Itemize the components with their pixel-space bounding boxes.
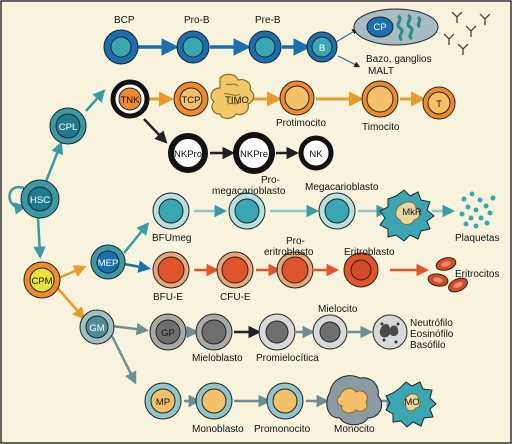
b-line-arrows	[138, 28, 361, 68]
label-mielocito: Mielocito	[318, 304, 358, 315]
cell-protimocito	[279, 80, 315, 116]
cell-megacarioblasto	[318, 192, 356, 230]
label-monoblasto: Monoblasto	[192, 424, 244, 435]
nk-line-arrows	[143, 118, 299, 160]
label-promega-1: Pro-	[261, 175, 280, 186]
label-mo: MO	[404, 397, 419, 408]
thymus-shape	[210, 73, 255, 120]
label-eosinofilo: Eosinófilo	[410, 329, 454, 340]
cell-eritroblasto	[343, 252, 379, 288]
cell-pre-b	[248, 30, 282, 64]
label-t: T	[436, 99, 442, 110]
label-promonocito: Promonocito	[254, 424, 311, 435]
cell-mp	[144, 382, 182, 420]
cell-promegacarioblasto	[228, 192, 266, 230]
label-cpl: CPL	[59, 122, 77, 133]
label-proeritro-1: Pro-	[286, 236, 305, 247]
label-b: B	[319, 43, 325, 54]
cell-macrophage	[385, 381, 437, 428]
cell-bfue	[152, 251, 190, 289]
label-protimocito: Protimocito	[276, 118, 326, 129]
label-mep: MEP	[98, 258, 119, 269]
label-promega-2: megacarioblasto	[212, 186, 286, 197]
platelets	[459, 191, 496, 229]
cell-gp	[149, 313, 187, 351]
cell-mieloblasto	[195, 313, 233, 351]
label-pre-b: Pre-B	[255, 15, 281, 26]
label-gp: GP	[161, 328, 175, 339]
label-timocito: Timocito	[362, 122, 400, 133]
label-basofilo: Basófilo	[410, 340, 446, 351]
mono-arrows	[110, 335, 399, 408]
cell-gm	[79, 309, 115, 345]
cell-timocito	[361, 80, 399, 118]
label-nkpro: NKPro	[174, 149, 202, 160]
label-bcp: BCP	[114, 15, 135, 26]
label-bfumeg: BFUmeg	[152, 233, 191, 244]
label-gm: GM	[89, 323, 104, 334]
cell-monoblasto	[195, 382, 233, 420]
cell-bfumeg	[152, 192, 190, 230]
cell-t	[422, 86, 456, 120]
label-megacarioblasto: Megacarioblasto	[305, 182, 379, 193]
label-nkpre: NKPre	[240, 149, 268, 160]
cell-cpm	[23, 261, 61, 299]
cell-pro-b	[176, 30, 210, 64]
cell-promonocito	[266, 382, 304, 420]
cell-monocito	[326, 375, 383, 426]
label-mieloblasto: Mieloblasto	[192, 353, 243, 364]
erythrocytes	[427, 257, 468, 293]
label-eritrocitos: Eritrocitos	[455, 269, 499, 280]
cell-megakaryocyte	[379, 189, 435, 242]
label-tcp: TCP	[182, 95, 201, 106]
cell-nkpro	[168, 133, 208, 173]
cell-nk	[298, 135, 334, 171]
label-plaquetas: Plaquetas	[455, 233, 499, 244]
label-timo: TIMO	[225, 95, 249, 106]
label-cp: CP	[373, 22, 386, 33]
cell-proeritroblasto	[276, 251, 314, 289]
cell-granulocyte	[372, 314, 408, 350]
label-bfue: BFU-E	[153, 292, 183, 303]
cell-tcp	[173, 81, 209, 117]
label-cpm: CPM	[31, 276, 52, 287]
label-cfue: CFU-E	[220, 292, 251, 303]
cell-promielocitica	[258, 313, 296, 351]
label-eritroblasto: Eritroblasto	[344, 247, 395, 258]
label-nk: NK	[309, 149, 323, 160]
erythroid-arrows	[123, 260, 429, 277]
label-organs-1: Bazo, ganglios	[366, 54, 432, 65]
cell-cpl	[49, 107, 87, 145]
cell-bcp	[103, 29, 139, 65]
label-promielocitica: Promielocítica	[256, 353, 319, 364]
cell-hsc	[20, 179, 60, 219]
cell-tnk	[110, 79, 150, 119]
cell-mielocito	[312, 314, 348, 350]
label-monocito: Monocito	[334, 424, 375, 435]
cell-b	[306, 31, 338, 63]
label-organs-2: MALT	[368, 66, 394, 77]
label-pro-b: Pro-B	[184, 15, 210, 26]
cell-cfue	[216, 251, 254, 289]
label-proeritro-2: eritroblasto	[264, 247, 314, 258]
label-hsc: HSC	[30, 195, 50, 206]
cell-nkpre	[233, 132, 275, 174]
label-mk: MkR	[402, 207, 422, 218]
granulo-arrows	[111, 322, 373, 339]
label-neutrofilo: Neutrófilo	[410, 318, 453, 329]
antibody-icons	[443, 11, 491, 55]
label-tnk: TNK	[121, 95, 141, 106]
cell-plasma-cp	[353, 8, 439, 46]
label-mp: MP	[156, 397, 170, 408]
cell-mep	[90, 244, 126, 280]
